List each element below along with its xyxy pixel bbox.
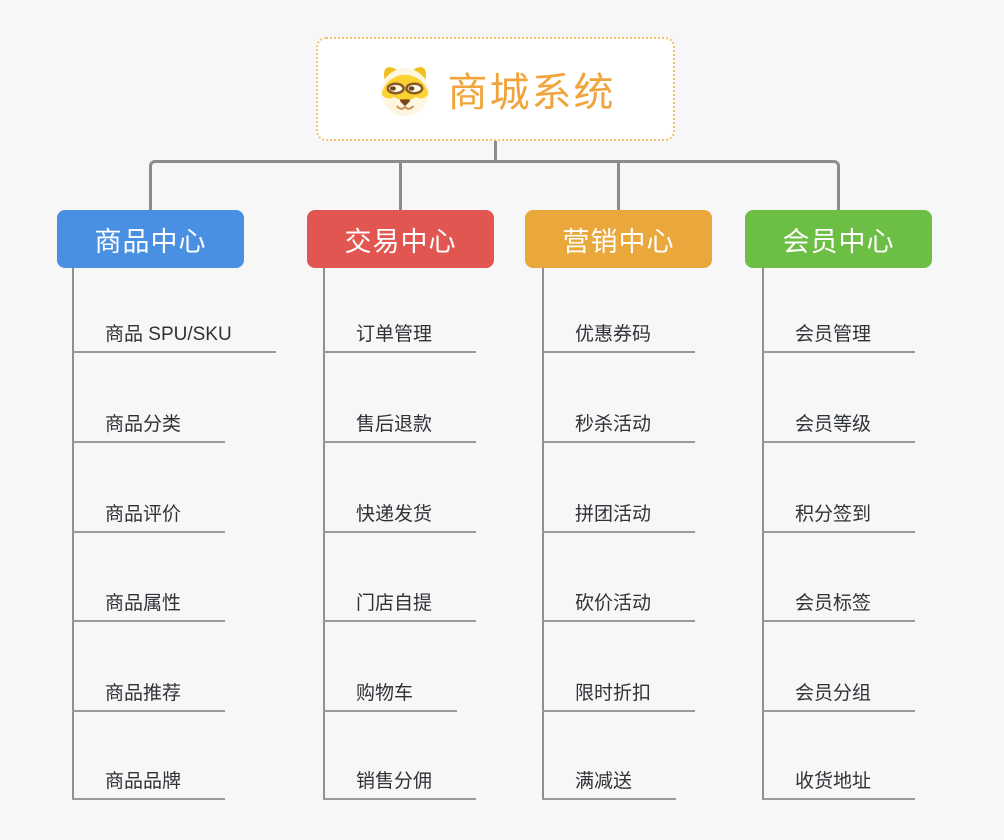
branch-label: 交易中心 — [344, 226, 457, 257]
leaf-node[interactable]: 门店自提 — [323, 591, 477, 622]
root-title: 商城系统 — [447, 71, 616, 115]
connector-drop — [399, 160, 402, 210]
leaf-node[interactable]: 优惠券码 — [542, 322, 696, 353]
leaf-node[interactable]: 会员等级 — [762, 412, 916, 443]
connector-branch-line — [762, 268, 764, 800]
leaf-node[interactable]: 拼团活动 — [542, 502, 696, 533]
leaf-node[interactable]: 商品推荐 — [72, 681, 226, 712]
leaf-node[interactable]: 商品评价 — [72, 502, 226, 533]
leaf-node[interactable]: 会员管理 — [762, 322, 916, 353]
branch-node[interactable]: 营销中心 — [525, 210, 712, 268]
branch-label: 商品中心 — [94, 226, 207, 257]
leaf-node[interactable]: 销售分佣 — [323, 769, 477, 800]
leaf-node[interactable]: 会员标签 — [762, 591, 916, 622]
leaf-node[interactable]: 商品品牌 — [72, 769, 226, 800]
root-node[interactable]: 商城系统 — [316, 37, 675, 141]
connector-branch-line — [323, 268, 325, 800]
leaf-node[interactable]: 商品属性 — [72, 591, 226, 622]
leaf-node[interactable]: 秒杀活动 — [542, 412, 696, 443]
leaf-node[interactable]: 积分签到 — [762, 502, 916, 533]
leaf-node[interactable]: 商品 SPU/SKU — [72, 322, 276, 353]
leaf-node[interactable]: 快递发货 — [323, 502, 477, 533]
leaf-node[interactable]: 商品分类 — [72, 412, 226, 443]
leaf-node[interactable]: 收货地址 — [762, 769, 916, 800]
leaf-node[interactable]: 购物车 — [323, 681, 458, 712]
leaf-node[interactable]: 售后退款 — [323, 412, 477, 443]
branch-node[interactable]: 交易中心 — [307, 210, 494, 268]
connector-branch-line — [542, 268, 544, 800]
leaf-node[interactable]: 会员分组 — [762, 681, 916, 712]
connector-root-stem — [494, 141, 497, 163]
branch-node[interactable]: 会员中心 — [745, 210, 932, 268]
connector-branch-line — [72, 268, 74, 800]
leaf-node[interactable]: 砍价活动 — [542, 591, 696, 622]
leaf-node[interactable]: 限时折扣 — [542, 681, 696, 712]
branch-label: 会员中心 — [782, 226, 895, 257]
connector-drop — [617, 160, 620, 210]
leaf-node[interactable]: 满减送 — [542, 769, 677, 800]
dog-face-icon — [376, 61, 434, 117]
branch-node[interactable]: 商品中心 — [57, 210, 244, 268]
leaf-node[interactable]: 订单管理 — [323, 322, 477, 353]
connector-bus — [149, 160, 840, 210]
branch-label: 营销中心 — [562, 226, 675, 257]
